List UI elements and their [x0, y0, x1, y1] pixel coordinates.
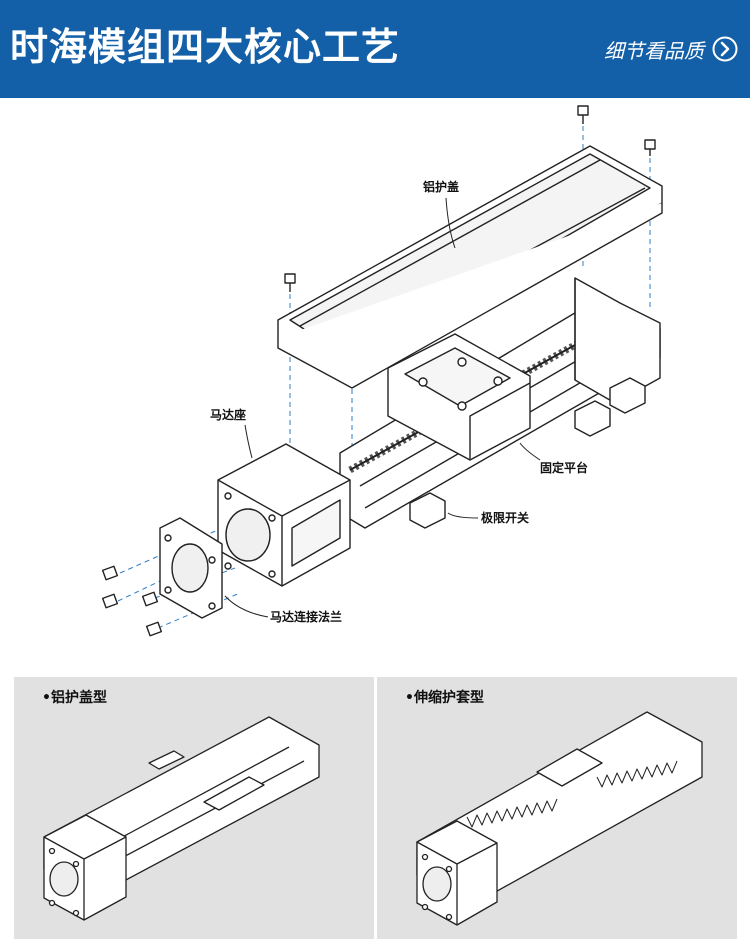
panel-label-aluminum-cover: •铝护盖型	[42, 690, 107, 706]
motor-flange-part	[159, 517, 223, 619]
chevron-right-circle-icon	[712, 36, 738, 62]
callout-limit-switch: 极限开关	[481, 511, 530, 525]
callout-fixed-platform: 固定平台	[540, 461, 589, 475]
page-title: 时海模组四大核心工艺	[10, 25, 401, 69]
callout-motor-seat: 马达座	[210, 408, 247, 422]
panel-bellows-cover-type: •伸缩护套型	[377, 677, 737, 939]
bellows-module-drawing	[416, 711, 703, 926]
panel-aluminum-cover-type: •铝护盖型	[14, 677, 374, 939]
carriage-part	[387, 333, 531, 461]
detail-quality-link[interactable]: 细节看品质	[604, 34, 738, 64]
aluminum-cover-part	[277, 145, 663, 389]
limit-switch-part	[409, 377, 646, 529]
exploded-assembly-diagram: 铝护盖 马达座 固定平台 极限开关 马达连接法兰	[0, 98, 750, 658]
aluminum-cover-module-drawing	[43, 716, 320, 921]
motor-seat-part	[217, 443, 351, 587]
detail-link-label: 细节看品质	[604, 38, 704, 63]
header-bar: 时海模组四大核心工艺 细节看品质	[0, 0, 750, 98]
callout-motor-flange: 马达连接法兰	[270, 610, 343, 624]
callout-cover: 铝护盖	[423, 180, 460, 194]
panel-label-bellows-cover: •伸缩护套型	[405, 690, 484, 706]
exploded-view-drawing	[101, 105, 663, 637]
callout-leader-lines	[224, 197, 541, 618]
